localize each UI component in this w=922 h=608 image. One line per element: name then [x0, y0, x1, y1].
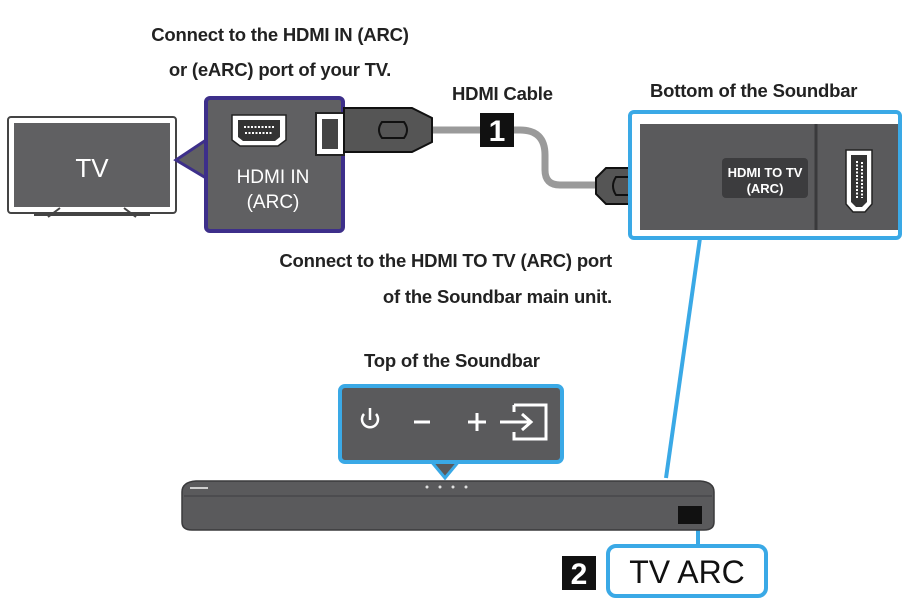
power-icon: [360, 408, 380, 429]
soundbar-port-caption-line2: of the Soundbar main unit.: [382, 286, 612, 307]
hdmi-to-tv-port-label: HDMI TO TV (ARC): [722, 158, 808, 198]
step-1-badge: 1: [480, 113, 514, 148]
tv-port-callout: HDMI IN (ARC): [173, 96, 345, 233]
tv-illustration: TV: [7, 116, 177, 218]
tv-port-label-line1: HDMI IN: [237, 167, 310, 188]
soundbar-top-callout: [338, 384, 564, 481]
input-source-icon: [500, 403, 548, 441]
tv-label: TV: [75, 153, 109, 183]
step-2-badge: 2: [562, 556, 596, 591]
soundbar-port-label-line1: HDMI TO TV: [728, 165, 803, 180]
soundbar-hdmi-port-icon: [845, 149, 873, 213]
tv-arc-label: TV ARC: [629, 554, 745, 590]
bottom-soundbar-label: Bottom of the Soundbar: [650, 80, 858, 101]
top-soundbar-label: Top of the Soundbar: [364, 350, 540, 371]
plus-icon: [468, 413, 486, 431]
soundbar-bottom-callout: HDMI TO TV (ARC): [628, 110, 902, 240]
tv-arc-indicator: [678, 506, 702, 524]
soundbar-port-caption-line1: Connect to the HDMI TO TV (ARC) port: [279, 250, 612, 271]
bottom-callout-leader: [664, 237, 702, 479]
hdmi-in-port-icon: [231, 114, 287, 147]
step-1-number: 1: [489, 115, 506, 148]
soundbar-illustration: [181, 480, 715, 531]
tv-port-label-line2: (ARC): [247, 192, 300, 213]
hdmi-cable-label: HDMI Cable: [452, 83, 553, 104]
tv-port-caption-line2: or (eARC) port of your TV.: [168, 59, 392, 80]
tv-port-caption-line1: Connect to the HDMI IN (ARC): [151, 24, 409, 45]
soundbar-port-label-line2: (ARC): [747, 181, 784, 196]
step-2-number: 2: [571, 558, 588, 591]
tv-arc-callout: TV ARC: [606, 544, 768, 598]
